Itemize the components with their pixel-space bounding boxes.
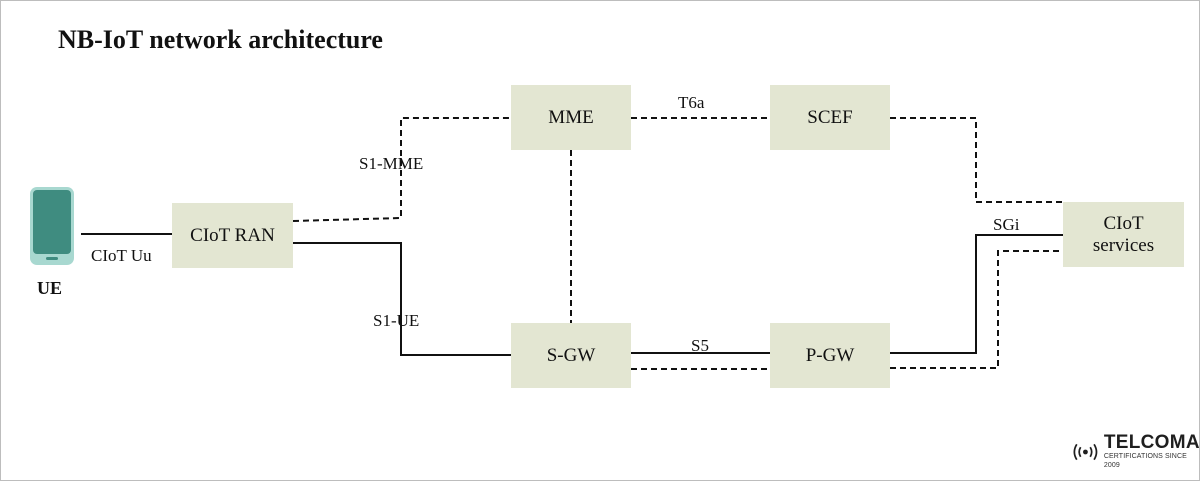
diagram-title: NB-IoT network architecture xyxy=(58,25,383,54)
node-mme-label: MME xyxy=(548,106,594,128)
label-t6a: T6a xyxy=(678,93,705,112)
label-ciot-uu: CIoT Uu xyxy=(91,246,152,265)
telcoma-logo: TELCOMA CERTIFICATIONS SINCE 2009 xyxy=(1071,433,1200,470)
node-scef: SCEF xyxy=(770,85,890,150)
node-scef-label: SCEF xyxy=(807,106,853,128)
logo-name: TELCOMA xyxy=(1103,432,1200,453)
link-s1-ue xyxy=(293,242,511,356)
label-s5: S5 xyxy=(691,336,709,355)
logo-tagline: CERTIFICATIONS SINCE 2009 xyxy=(1103,453,1187,469)
link-scef-services xyxy=(890,117,1063,203)
node-ue-label: UE xyxy=(37,278,63,298)
label-s1-ue: S1-UE xyxy=(373,311,420,330)
node-ciot-ran: CIoT RAN xyxy=(172,203,293,268)
node-pgw: P-GW xyxy=(770,323,890,388)
node-sgw: S-GW xyxy=(511,323,631,388)
link-pgw-services-dashed xyxy=(890,250,1063,369)
label-s1-mme: S1-MME xyxy=(359,154,424,173)
signal-waves-icon xyxy=(1073,443,1098,460)
link-s1-mme xyxy=(292,117,511,222)
label-sgi: SGi xyxy=(993,215,1020,234)
node-sgw-label: S-GW xyxy=(546,344,596,366)
node-mme: MME xyxy=(511,85,631,150)
node-ciot-ran-label: CIoT RAN xyxy=(190,224,275,246)
link-sgi xyxy=(890,234,1063,354)
node-pgw-label: P-GW xyxy=(805,344,855,366)
phone-icon xyxy=(30,187,74,265)
node-ciot-services: CIoT services xyxy=(1063,202,1184,267)
node-ciot-services-label: CIoT services xyxy=(1092,212,1155,256)
